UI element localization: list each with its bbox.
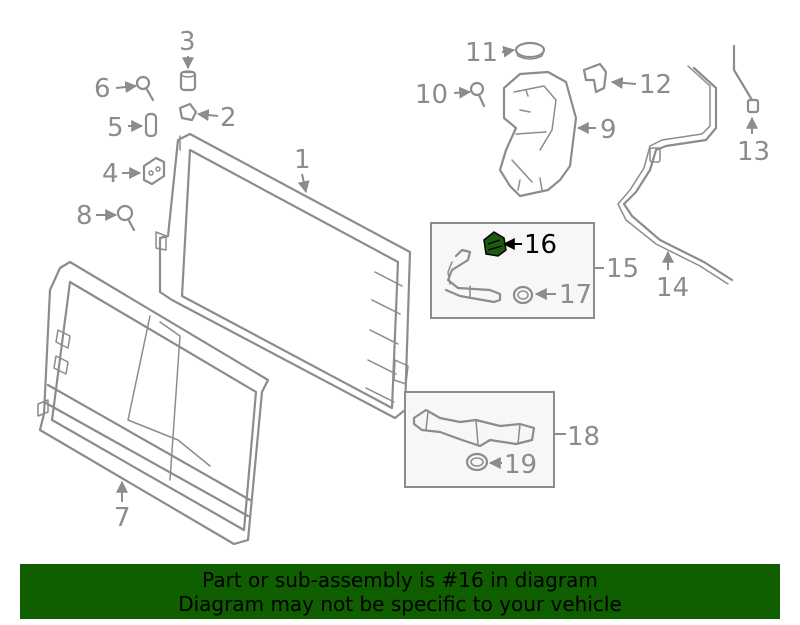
leader-lines [96, 45, 758, 502]
callout-3: 3 [179, 27, 196, 57]
coolant-reservoir-part [498, 70, 578, 198]
bracket-part-12 [582, 62, 608, 94]
parts-diagram: 1 2 3 4 5 6 7 8 9 10 11 12 13 14 15 16 1… [37, 27, 770, 546]
callout-4: 4 [102, 159, 119, 189]
callout-19: 19 [504, 450, 537, 480]
bolt-part-10 [469, 81, 486, 108]
bolt-part-6 [135, 75, 155, 102]
banner-line-2: Diagram may not be specific to your vehi… [178, 592, 622, 616]
callout-13: 13 [737, 137, 770, 167]
fitting-part-13 [732, 44, 760, 114]
callout-17: 17 [559, 280, 592, 310]
hose-part-14 [617, 65, 734, 285]
callout-5: 5 [107, 113, 124, 143]
isolator-part-2 [178, 102, 198, 122]
clamp-part-19 [465, 452, 489, 472]
radiator-support-part [37, 260, 270, 546]
callout-6: 6 [94, 74, 111, 104]
highlighted-part-16 [483, 231, 507, 257]
bracket-part-4 [142, 156, 166, 186]
callout-18: 18 [567, 422, 600, 452]
bolt-part-8 [116, 204, 136, 232]
callout-16: 16 [524, 230, 557, 260]
callout-12: 12 [639, 70, 672, 100]
cap-part-11 [514, 41, 546, 60]
callout-9: 9 [600, 115, 617, 145]
clamp-part-17 [512, 285, 534, 305]
kit-box-18 [404, 391, 555, 488]
info-banner: Part or sub-assembly is #16 in diagram D… [20, 564, 780, 619]
callout-11: 11 [465, 38, 498, 68]
callout-1: 1 [294, 145, 311, 175]
radiator-part [155, 132, 412, 420]
callout-2: 2 [220, 103, 237, 133]
callout-7: 7 [114, 503, 131, 533]
callout-8: 8 [76, 201, 93, 231]
pin-part-5 [144, 112, 158, 138]
callout-15: 15 [606, 254, 639, 284]
callout-14: 14 [656, 273, 689, 303]
callout-10: 10 [415, 80, 448, 110]
banner-line-1: Part or sub-assembly is #16 in diagram [202, 568, 598, 592]
bushing-part-3 [179, 70, 197, 92]
